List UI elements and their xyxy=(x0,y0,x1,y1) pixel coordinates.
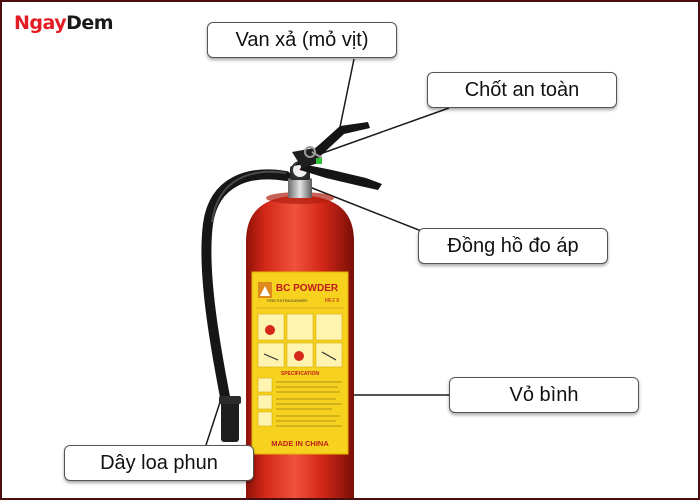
neck-collar xyxy=(288,178,312,198)
label-valve: Van xả (mỏ vịt) xyxy=(207,22,397,58)
product-sticker: BC POWDER FIRE EXTINGUISHER MFZ 8 SPECIF… xyxy=(251,271,349,455)
safety-pin-leader-line xyxy=(319,107,450,155)
label-hose: Dây loa phun xyxy=(64,445,254,481)
label-safety-pin: Chốt an toàn xyxy=(427,72,617,108)
sticker-subtitle: FIRE EXTINGUISHER xyxy=(267,298,307,303)
nozzle xyxy=(221,398,239,442)
label-body: Vỏ bình xyxy=(449,377,639,413)
hose xyxy=(201,169,291,442)
brand-logo-part2: Dem xyxy=(66,12,114,34)
sticker-made-in: MADE IN CHINA xyxy=(271,439,329,448)
sticker-title: BC POWDER xyxy=(276,283,339,294)
sticker-specification: SPECIFICATION xyxy=(281,371,320,377)
sticker-model: MFZ 8 xyxy=(325,298,340,304)
brand-logo: NgayDem xyxy=(14,12,114,34)
valve-leader-line xyxy=(339,58,355,128)
safety-pin xyxy=(304,146,323,164)
gauge-leader-line xyxy=(301,183,435,237)
brand-logo-part1: Ngay xyxy=(14,12,67,34)
label-pressure-gauge: Đồng hồ đo áp xyxy=(418,228,608,264)
